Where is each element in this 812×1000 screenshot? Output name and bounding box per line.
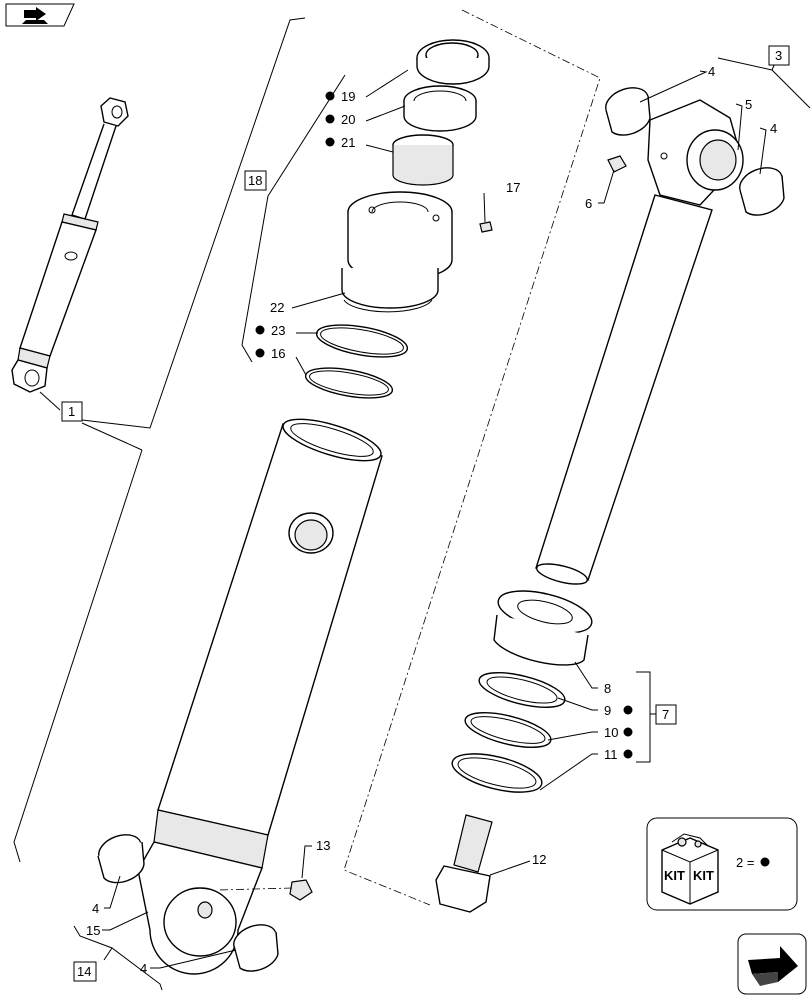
- callout-18: 18: [244, 170, 267, 191]
- svg-text:21: 21: [341, 135, 355, 150]
- svg-text:3: 3: [775, 48, 782, 63]
- piston-8: [493, 590, 593, 666]
- svg-text:5: 5: [745, 97, 752, 112]
- svg-text:10: 10: [604, 725, 618, 740]
- seal-19: [416, 39, 490, 85]
- callout-6: 6: [585, 196, 592, 211]
- callout-3: 3: [768, 45, 790, 66]
- callout-13: 13: [316, 838, 330, 853]
- callout-9: 9: [604, 703, 633, 718]
- svg-text:17: 17: [506, 180, 520, 195]
- svg-text:13: 13: [316, 838, 330, 853]
- gland-22: [341, 191, 453, 313]
- grease-fitting-13: [217, 879, 313, 901]
- callout-23: 23: [255, 323, 285, 338]
- callout-4-lower-left: 4: [92, 901, 99, 916]
- svg-text:4: 4: [708, 64, 715, 79]
- svg-text:4: 4: [92, 901, 99, 916]
- svg-text:2 =: 2 =: [736, 855, 754, 870]
- svg-text:11: 11: [604, 747, 618, 762]
- svg-text:8: 8: [604, 681, 611, 696]
- callout-5: 5: [745, 97, 752, 112]
- callout-14: 14: [73, 961, 97, 982]
- ring-11: [451, 753, 543, 793]
- kit-legend: KIT KIT 2 =: [646, 817, 798, 911]
- bolt-17: [479, 221, 493, 233]
- svg-text:20: 20: [341, 112, 355, 127]
- cylinder-barrel: [137, 418, 383, 975]
- svg-text:23: 23: [271, 323, 285, 338]
- callout-12: 12: [532, 852, 546, 867]
- svg-text:4: 4: [140, 961, 147, 976]
- svg-text:22: 22: [270, 300, 284, 315]
- svg-text:KIT: KIT: [693, 868, 714, 883]
- callout-22: 22: [270, 300, 284, 315]
- svg-text:4: 4: [770, 121, 777, 136]
- book-arrow-icon[interactable]: [5, 3, 75, 27]
- o-ring-23: [315, 324, 409, 358]
- svg-text:15: 15: [86, 923, 100, 938]
- callout-4-upper-left: 4: [708, 64, 715, 79]
- bolt-12: [435, 814, 493, 913]
- svg-text:12: 12: [532, 852, 546, 867]
- bushing-4-upper-right: [739, 167, 785, 216]
- grease-fitting-6: [607, 155, 627, 173]
- o-ring-16: [304, 367, 394, 399]
- piston-rod: [535, 99, 744, 585]
- kit-box-icon: KIT KIT: [661, 833, 719, 905]
- bushing-21: [392, 134, 454, 186]
- svg-text:18: 18: [248, 173, 262, 188]
- svg-text:19: 19: [341, 89, 355, 104]
- callout-1: 1: [61, 401, 83, 422]
- svg-text:1: 1: [68, 404, 75, 419]
- callout-4-lower-right: 4: [140, 961, 147, 976]
- callout-19: 19: [325, 89, 355, 104]
- next-arrow-icon[interactable]: [737, 933, 807, 995]
- callout-20: 20: [325, 112, 355, 127]
- bushing-4-upper-left: [605, 87, 651, 136]
- callout-16: 16: [255, 346, 285, 361]
- callout-15: 15: [86, 923, 100, 938]
- svg-text:6: 6: [585, 196, 592, 211]
- bushing-4-lower-right: [233, 924, 279, 972]
- callout-17: 17: [506, 180, 520, 195]
- ring-10: [464, 712, 552, 748]
- callout-21: 21: [325, 135, 355, 150]
- callout-10: 10: [604, 725, 633, 740]
- callout-8: 8: [604, 681, 611, 696]
- svg-text:9: 9: [604, 703, 611, 718]
- svg-text:16: 16: [271, 346, 285, 361]
- callout-11: 11: [604, 747, 633, 762]
- bushing-4-lower-left: [97, 834, 145, 884]
- seal-9: [478, 672, 566, 708]
- ring-20: [403, 85, 477, 132]
- callout-4-upper-right: 4: [770, 121, 777, 136]
- svg-text:7: 7: [662, 707, 669, 722]
- svg-text:KIT: KIT: [664, 868, 685, 883]
- assembled-cylinder-thumbnail: [11, 97, 129, 393]
- callout-7: 7: [655, 704, 677, 725]
- svg-text:14: 14: [77, 964, 91, 979]
